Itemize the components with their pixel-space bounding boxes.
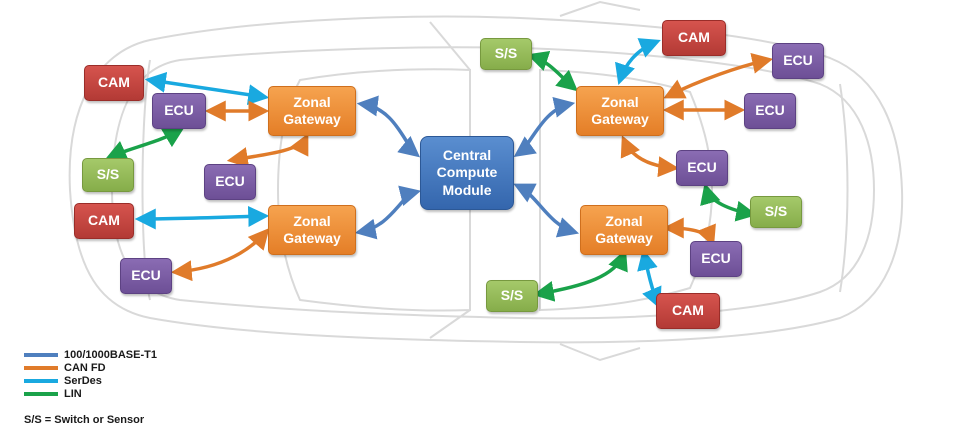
- link-serdes-cam-ml: [134, 205, 270, 230]
- zonal-gateway-top-right: Zonal Gateway: [576, 86, 664, 136]
- link-can-ecu-right-top: [663, 53, 774, 99]
- legend-swatch-ethernet: [24, 352, 58, 357]
- link-can-ecu-right-bottom: [662, 217, 716, 247]
- ecu-right-upper: ECU: [744, 93, 796, 129]
- link-ethernet-zg-br-central: [513, 183, 580, 238]
- ss-bottom: S/S: [486, 280, 538, 312]
- cam-bottom-right: CAM: [656, 293, 720, 329]
- link-lin-ss-left: [105, 127, 185, 161]
- ecu-right-top: ECU: [772, 43, 824, 79]
- link-serdes-cam-tl: [144, 71, 270, 106]
- abbreviation-note: S/S = Switch or Sensor: [24, 414, 145, 426]
- zonal-gateway-bottom-left: Zonal Gateway: [268, 205, 356, 255]
- legend: 100/1000BASE-T1 CAN FD SerDes LIN: [24, 348, 157, 400]
- link-can-ecu-right-mid: [620, 135, 680, 178]
- legend-item-serdes: SerDes: [24, 374, 157, 387]
- link-can-ecu-left-mid: [226, 133, 309, 168]
- cam-top-left: CAM: [84, 65, 144, 101]
- link-ethernet-zg-bl-central: [354, 185, 422, 240]
- legend-label: SerDes: [64, 374, 102, 387]
- ecu-left-top: ECU: [152, 93, 206, 129]
- legend-item-lin: LIN: [24, 387, 157, 400]
- link-ethernet-zg-tr-central: [513, 97, 576, 158]
- legend-swatch-can-fd: [24, 365, 58, 370]
- link-serdes-cam-tr: [615, 38, 661, 85]
- link-lin-ss-right: [700, 182, 758, 222]
- ss-top: S/S: [480, 38, 532, 70]
- legend-label: LIN: [64, 387, 82, 400]
- legend-item-can-fd: CAN FD: [24, 361, 157, 374]
- ecu-right-bottom: ECU: [690, 241, 742, 277]
- legend-label: CAN FD: [64, 361, 106, 374]
- legend-item-ethernet: 100/1000BASE-T1: [24, 348, 157, 361]
- link-ethernet-zg-tl-central: [356, 95, 421, 158]
- zonal-gateway-top-left: Zonal Gateway: [268, 86, 356, 136]
- cam-mid-left: CAM: [74, 203, 134, 239]
- legend-label: 100/1000BASE-T1: [64, 348, 157, 361]
- ecu-left-bottom: ECU: [120, 258, 172, 294]
- ecu-left-mid: ECU: [204, 164, 256, 200]
- zonal-gateway-bottom-right: Zonal Gateway: [580, 205, 668, 255]
- legend-swatch-serdes: [24, 378, 58, 383]
- link-lin-ss-bottom: [532, 249, 628, 302]
- ss-right: S/S: [750, 196, 802, 228]
- ss-left: S/S: [82, 158, 134, 192]
- central-compute-module: Central Compute Module: [420, 136, 514, 210]
- ecu-right-mid: ECU: [676, 150, 728, 186]
- link-can-ecu-left-bottom: [170, 228, 270, 282]
- legend-swatch-lin: [24, 391, 58, 396]
- cam-top-right: CAM: [662, 20, 726, 56]
- link-lin-ss-top: [527, 51, 578, 92]
